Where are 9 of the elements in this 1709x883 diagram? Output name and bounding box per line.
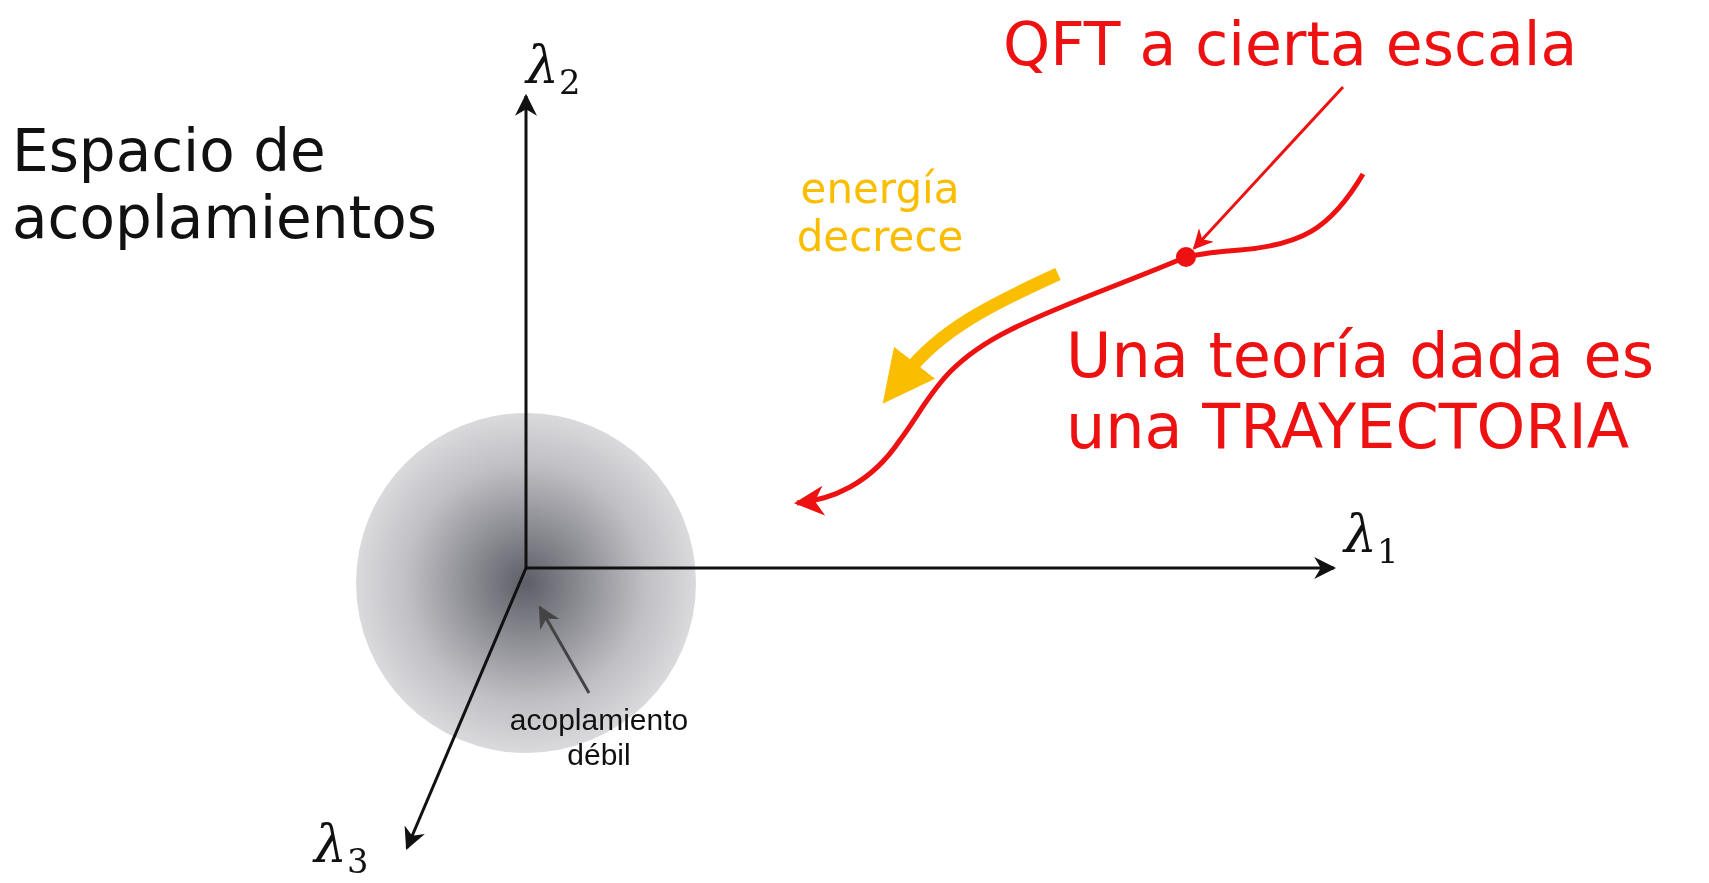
statement-text: Una teoría dada es una TRAYECTORIA	[1066, 320, 1656, 463]
annotation-text: energía decrece	[795, 165, 965, 262]
axis-label: λ$_{3}$	[314, 815, 370, 883]
point-marker	[1176, 247, 1196, 267]
axis-label: λ$_{1}$	[1344, 505, 1400, 573]
axis-label: λ$_{2}$	[526, 36, 582, 104]
callout-text: acoplamiento débil	[509, 703, 689, 772]
heading-text: Espacio de acoplamientos	[12, 118, 438, 252]
callout-text: QFT a cierta escala	[1003, 10, 1579, 79]
